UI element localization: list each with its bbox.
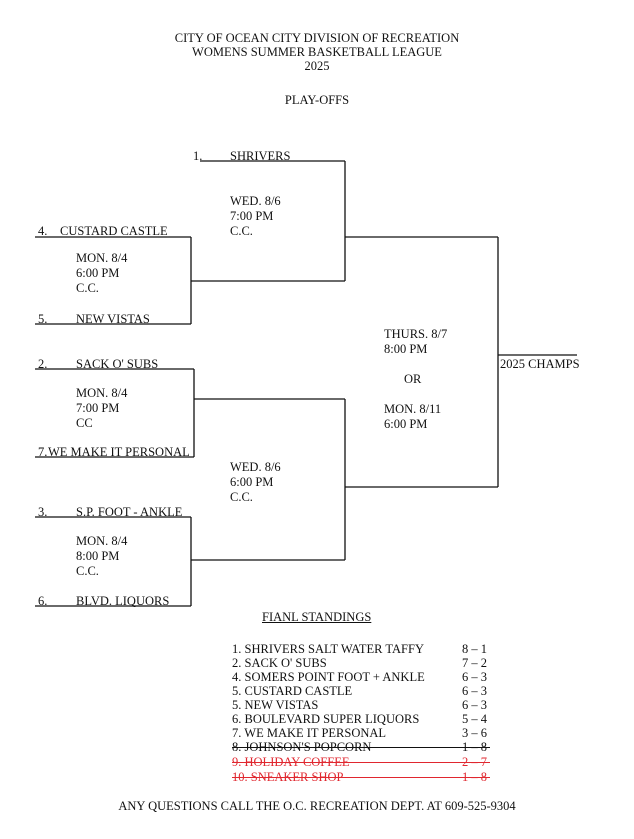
final-day: THURS. 8/7 [384, 327, 448, 341]
game-2v7-place: CC [76, 416, 93, 430]
game-3v6-time: 8:00 PM [76, 549, 120, 563]
standings-record: 6 – 3 [462, 670, 487, 684]
standings-row: 4. SOMERS POINT FOOT + ANKLE 6 – 3 [232, 670, 492, 684]
standings-row: 6. BOULEVARD SUPER LIQUORS 5 – 4 [232, 712, 492, 726]
semi-bottom-time: 6:00 PM [230, 475, 274, 489]
standings-record: 6 – 3 [462, 698, 487, 712]
standings-row-struck-red: 9. HOLIDAY COFFEE 2 – 7 [232, 755, 492, 769]
team-custard-castle: CUSTARD CASTLE [60, 224, 168, 238]
standings-team: 7. WE MAKE IT PERSONAL [232, 726, 387, 740]
team-sp-foot-ankle: S.P. FOOT - ANKLE [76, 505, 183, 519]
standings-record: 1 – 8 [462, 770, 487, 784]
seed-4: 4. [38, 224, 48, 238]
final-alt-time: 6:00 PM [384, 417, 428, 431]
game-3v6-place: C.C. [76, 564, 99, 578]
team-blvd-liquors: BLVD. LIQUORS [76, 594, 170, 608]
semi-top-place: C.C. [230, 224, 253, 238]
final-or: OR [404, 372, 422, 386]
standings-title: FIANL STANDINGS [262, 610, 372, 624]
semi-top-day: WED. 8/6 [230, 194, 281, 208]
title-year: 2025 [304, 59, 330, 73]
standings-record: 3 – 6 [462, 726, 487, 740]
standings-team: 4. SOMERS POINT FOOT + ANKLE [232, 670, 425, 684]
standings-row-struck: 8. JOHNSON'S POPCORN 1 – 8 [232, 740, 492, 754]
standings-team: 5. NEW VISTAS [232, 698, 319, 712]
seed-6: 6. [38, 594, 48, 608]
standings-row: 5. CUSTARD CASTLE 6 – 3 [232, 684, 492, 698]
game-2v7-time: 7:00 PM [76, 401, 120, 415]
standings-row: 7. WE MAKE IT PERSONAL 3 – 6 [232, 726, 492, 740]
standings-team: 9. HOLIDAY COFFEE [232, 755, 350, 769]
standings-team: 2. SACK O' SUBS [232, 656, 327, 670]
playoffs-subtitle: PLAY-OFFS [284, 93, 350, 107]
game-4v5-day: MON. 8/4 [76, 251, 128, 265]
title-line-1: CITY OF OCEAN CITY DIVISION OF RECREATIO… [174, 31, 460, 45]
semi-bottom-place: C.C. [230, 490, 253, 504]
footer-contact: ANY QUESTIONS CALL THE O.C. RECREATION D… [118, 799, 516, 813]
team-new-vistas: NEW VISTAS [76, 312, 150, 326]
team-shrivers: SHRIVERS [230, 149, 291, 163]
game-3v6-day: MON. 8/4 [76, 534, 128, 548]
title-line-2: WOMENS SUMMER BASKETBALL LEAGUE [192, 45, 442, 59]
champion-label: 2025 CHAMPS [500, 357, 580, 371]
standings-record: 8 – 1 [462, 642, 487, 656]
seed-3: 3. [38, 505, 48, 519]
game-2v7-day: MON. 8/4 [76, 386, 128, 400]
standings-record: 5 – 4 [462, 712, 487, 726]
semi-top-time: 7:00 PM [230, 209, 274, 223]
standings-team: 1. SHRIVERS SALT WATER TAFFY [232, 642, 424, 656]
standings-row: 5. NEW VISTAS 6 – 3 [232, 698, 492, 712]
standings-row: 2. SACK O' SUBS 7 – 2 [232, 656, 492, 670]
final-alt-day: MON. 8/11 [384, 402, 442, 416]
standings-team: 6. BOULEVARD SUPER LIQUORS [232, 712, 420, 726]
seed-1: 1. [193, 149, 203, 163]
game-4v5-place: C.C. [76, 281, 99, 295]
standings-team: 10. SNEAKER SHOP [232, 770, 344, 784]
final-time: 8:00 PM [384, 342, 428, 356]
semi-bottom-day: WED. 8/6 [230, 460, 281, 474]
standings-team: 8. JOHNSON'S POPCORN [232, 740, 372, 754]
team-we-make-it-personal: WE MAKE IT PERSONAL [48, 445, 190, 459]
seed-7: 7. [38, 445, 48, 459]
standings-record: 1 – 8 [462, 740, 487, 754]
standings-record: 6 – 3 [462, 684, 487, 698]
standings-team: 5. CUSTARD CASTLE [232, 684, 353, 698]
standings-record: 2 – 7 [462, 755, 487, 769]
standings-record: 7 – 2 [462, 656, 487, 670]
standings-row-struck-red: 10. SNEAKER SHOP 1 – 8 [232, 770, 492, 784]
team-sack-o-subs: SACK O' SUBS [76, 357, 159, 371]
seed-5: 5. [38, 312, 48, 326]
seed-2: 2. [38, 357, 48, 371]
standings-row: 1. SHRIVERS SALT WATER TAFFY 8 – 1 [232, 642, 492, 656]
game-4v5-time: 6:00 PM [76, 266, 120, 280]
